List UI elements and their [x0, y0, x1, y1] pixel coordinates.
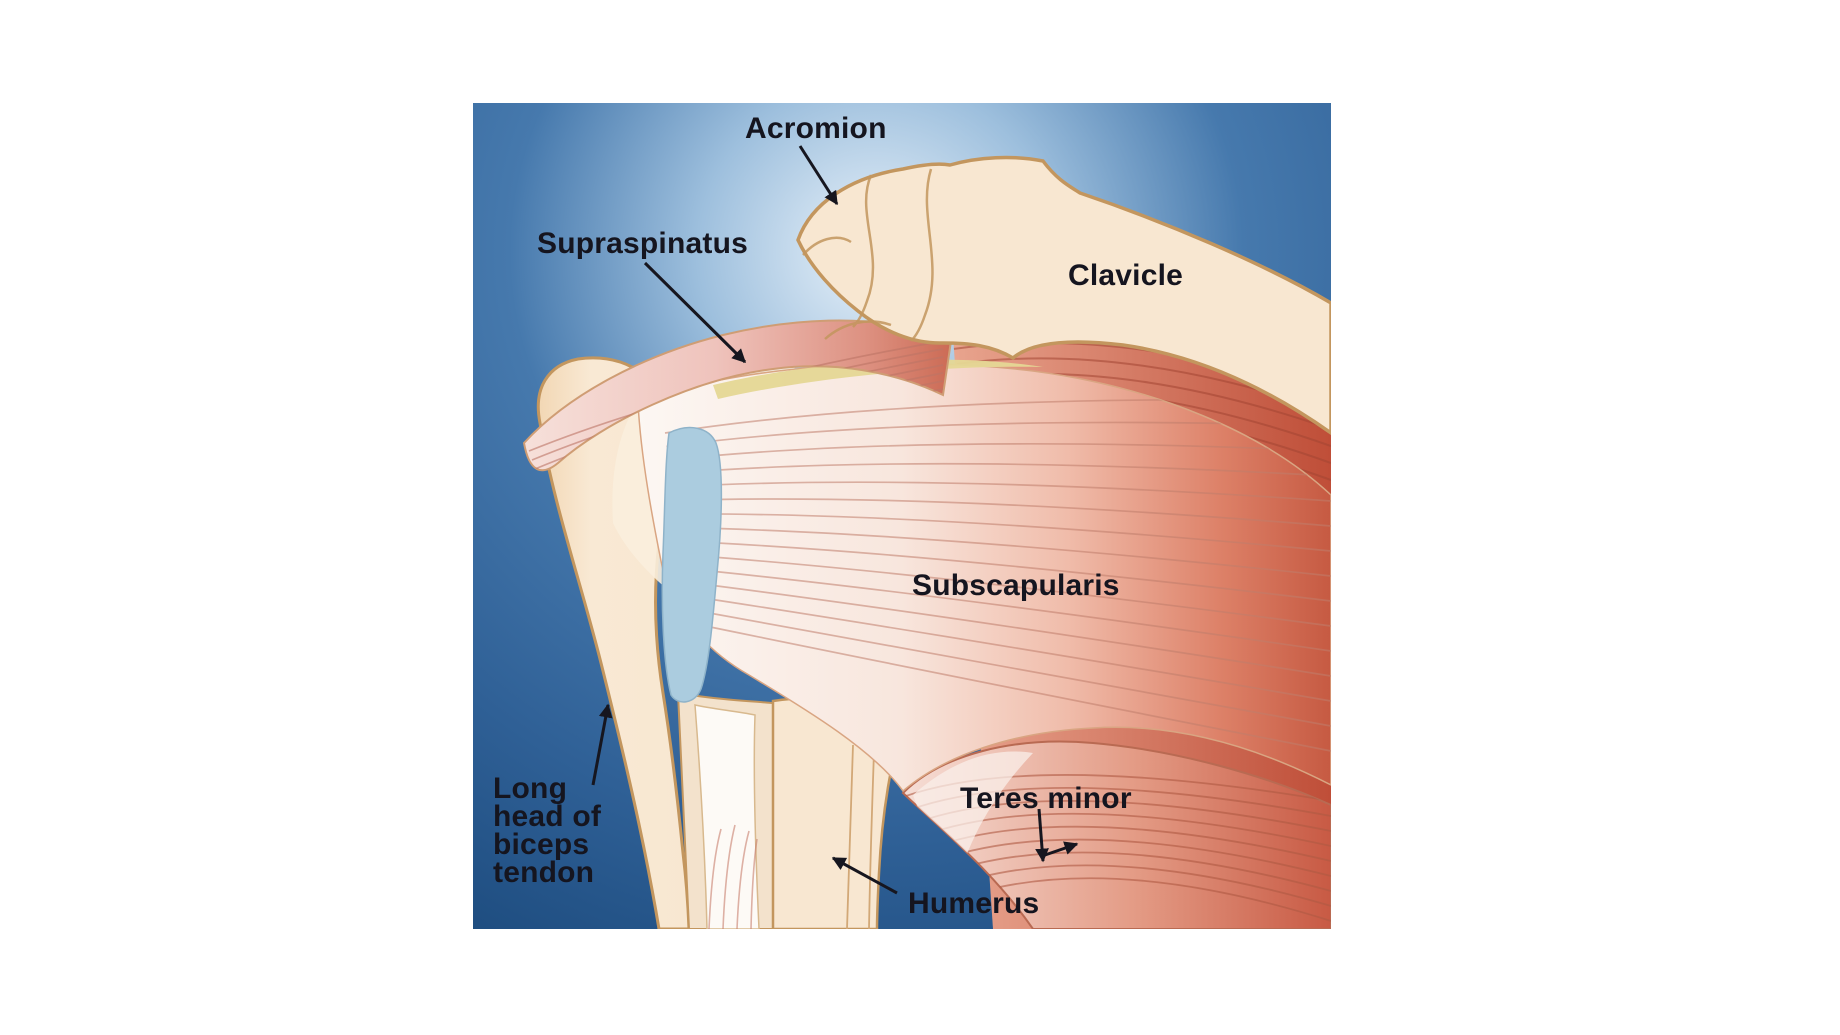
label-long-head-line3: biceps — [493, 828, 590, 861]
long-head-arrow — [591, 703, 613, 786]
biceps-tendon-strip — [694, 704, 760, 929]
teres-minor-arrow-down — [1035, 808, 1049, 863]
label-clavicle: Clavicle — [1068, 259, 1184, 292]
shoulder-anatomy-figure: Acromion Supraspinatus Clavicle Subscapu… — [473, 103, 1331, 929]
label-subscapularis: Subscapularis — [912, 569, 1120, 602]
label-supraspinatus: Supraspinatus — [537, 227, 748, 260]
illustration-canvas — [473, 103, 1331, 929]
supraspinatus-arrow — [643, 261, 747, 364]
humerus-shaft-lines — [846, 744, 875, 929]
acromion-arrow — [798, 145, 839, 206]
label-long-head-line2: head of — [493, 800, 602, 833]
label-acromion: Acromion — [745, 112, 887, 145]
label-humerus: Humerus — [908, 887, 1040, 920]
label-long-head-of-biceps-tendon: Long head of biceps tendon — [493, 772, 602, 889]
annotation-arrows — [591, 145, 1079, 895]
acromion-clavicle-bone — [796, 155, 1331, 436]
biceps-tendon-sheath — [661, 426, 723, 703]
humerus-arrow — [831, 856, 898, 895]
label-long-head-line1: Long — [493, 772, 568, 805]
teres-minor-arrow-up — [1044, 841, 1079, 857]
label-teres-minor: Teres minor — [960, 782, 1132, 815]
bone-suture-lines — [802, 168, 934, 342]
biceps-tendon-striations — [708, 824, 758, 929]
label-long-head-line4: tendon — [493, 856, 595, 889]
